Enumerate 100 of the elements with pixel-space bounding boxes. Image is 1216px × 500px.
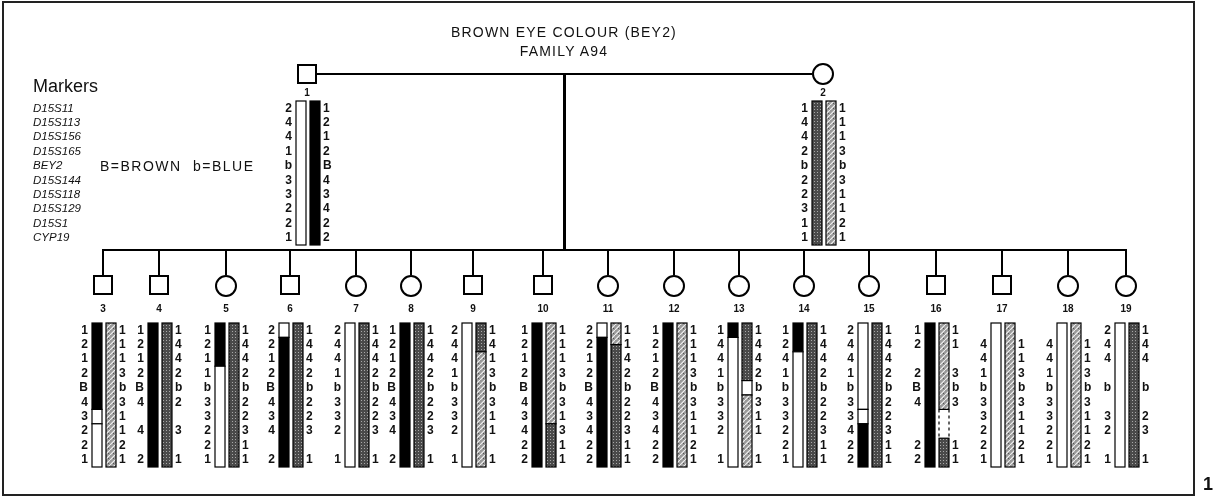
allele-label: 2 xyxy=(242,395,249,409)
allele-label: b xyxy=(1018,381,1026,395)
allele-label: 1 xyxy=(175,453,182,467)
allele-label: 2 xyxy=(624,366,631,380)
allele-label: b xyxy=(333,381,341,395)
allele-label: b xyxy=(846,381,854,395)
allele-label: 3 xyxy=(559,424,566,438)
allele-label: 4 xyxy=(624,352,631,366)
allele-label: 1 xyxy=(427,453,434,467)
allele-label: 4 xyxy=(717,352,724,366)
allele-label: 2 xyxy=(389,453,396,467)
allele-label: 4 xyxy=(306,352,313,366)
allele-label: 4 xyxy=(427,337,434,351)
allele-label: 2 xyxy=(81,424,88,438)
allele-label: 1 xyxy=(839,202,846,216)
allele-label: b xyxy=(489,381,497,395)
allele-label: 3 xyxy=(782,395,789,409)
allele-label: 2 xyxy=(847,438,854,452)
allele-label: 2 xyxy=(586,323,593,337)
individual-number: 19 xyxy=(1120,303,1132,315)
allele-label: 4 xyxy=(521,424,528,438)
allele-label: 4 xyxy=(717,337,724,351)
allele-label: 2 xyxy=(914,438,921,452)
allele-label: 1 xyxy=(755,409,762,423)
allele-label: 1 xyxy=(885,323,892,337)
allele-label: 3 xyxy=(334,395,341,409)
allele-label: 1 xyxy=(204,366,211,380)
allele-label: 2 xyxy=(81,366,88,380)
allele-label: 1 xyxy=(119,424,126,438)
individual-number: 3 xyxy=(100,303,106,315)
allele-label: b xyxy=(952,381,960,395)
allele-label: 3 xyxy=(119,366,126,380)
allele-label: 1 xyxy=(1046,366,1053,380)
allele-label: 2 xyxy=(137,337,144,351)
allele-label: 4 xyxy=(1142,352,1149,366)
allele-label: 1 xyxy=(952,453,959,467)
individual-number: 2 xyxy=(820,87,826,99)
individual-number: 18 xyxy=(1062,303,1074,315)
allele-label: 1 xyxy=(980,453,987,467)
allele-label: 4 xyxy=(372,352,379,366)
allele-label: 2 xyxy=(268,337,275,351)
allele-label: 4 xyxy=(586,424,593,438)
allele-label: 2 xyxy=(914,453,921,467)
allele-label: 3 xyxy=(489,395,496,409)
allele-label: 2 xyxy=(782,424,789,438)
allele-label: 1 xyxy=(559,323,566,337)
individual-number: 17 xyxy=(996,303,1008,315)
allele-label: 2 xyxy=(427,366,434,380)
individual-number: 9 xyxy=(470,303,476,315)
allele-label: 1 xyxy=(306,323,313,337)
allele-label: 2 xyxy=(323,144,330,158)
allele-label: 1 xyxy=(782,453,789,467)
allele-label: 1 xyxy=(119,453,126,467)
allele-label: 1 xyxy=(1084,352,1091,366)
allele-label: 1 xyxy=(1104,453,1111,467)
allele-label: 1 xyxy=(242,453,249,467)
allele-label: 1 xyxy=(451,453,458,467)
marker-name: D15S113 xyxy=(33,115,81,129)
allele-label: 2 xyxy=(521,337,528,351)
allele-label: 2 xyxy=(717,424,724,438)
allele-label: 3 xyxy=(952,395,959,409)
allele-label: 2 xyxy=(427,409,434,423)
allele-label: b xyxy=(1045,381,1053,395)
allele-label: 1 xyxy=(690,424,697,438)
allele-label: 3 xyxy=(755,395,762,409)
allele-label: 2 xyxy=(624,409,631,423)
allele-label: 2 xyxy=(586,453,593,467)
marriage-line xyxy=(316,73,813,75)
allele-label: B xyxy=(650,381,659,395)
marker-name: D15S118 xyxy=(33,187,81,201)
allele-label: 4 xyxy=(885,337,892,351)
allele-label: 4 xyxy=(847,424,854,438)
allele-label: 1 xyxy=(952,337,959,351)
allele-label: 1 xyxy=(285,231,292,245)
allele-label: 4 xyxy=(137,424,144,438)
allele-label: 1 xyxy=(690,337,697,351)
allele-label: B xyxy=(387,381,396,395)
allele-label: b xyxy=(979,381,987,395)
allele-label: 4 xyxy=(242,352,249,366)
allele-label: 2 xyxy=(389,337,396,351)
allele-label: b xyxy=(306,381,314,395)
allele-label: b xyxy=(624,381,632,395)
individual-number: 14 xyxy=(798,303,810,315)
allele-label: 1 xyxy=(717,323,724,337)
allele-label: 2 xyxy=(306,395,313,409)
allele-label: 1 xyxy=(389,323,396,337)
allele-label: b xyxy=(800,159,808,173)
allele-label: 1 xyxy=(586,352,593,366)
allele-label: 1 xyxy=(242,323,249,337)
allele-label: 4 xyxy=(1046,352,1053,366)
allele-label: 3 xyxy=(1046,395,1053,409)
allele-label: 3 xyxy=(521,409,528,423)
allele-label: 2 xyxy=(81,337,88,351)
allele-label: 2 xyxy=(1104,323,1111,337)
allele-label: 2 xyxy=(980,424,987,438)
allele-label: 1 xyxy=(782,323,789,337)
allele-label: 2 xyxy=(652,438,659,452)
allele-label: 4 xyxy=(801,130,808,144)
allele-label: 4 xyxy=(914,395,921,409)
allele-label: 3 xyxy=(1018,366,1025,380)
